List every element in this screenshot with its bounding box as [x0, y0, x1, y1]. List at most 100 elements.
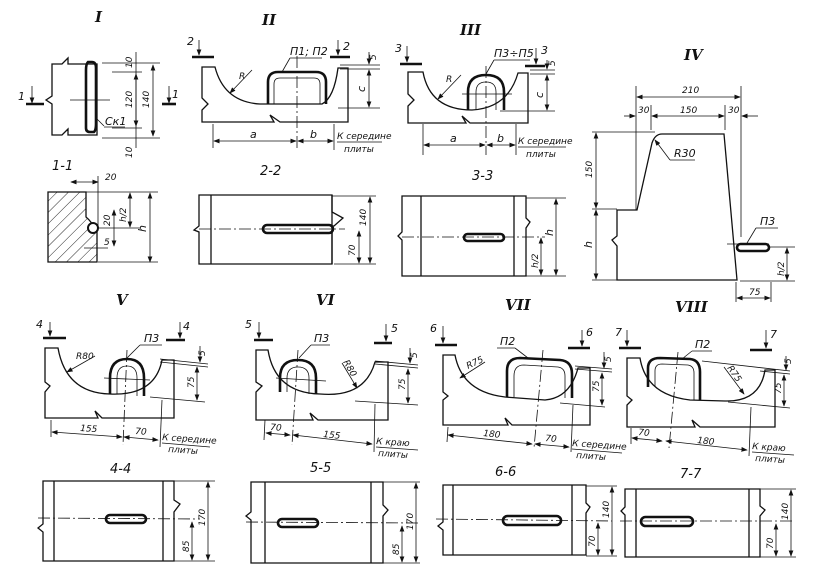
cut-label: 1	[172, 88, 179, 101]
view-title: VIII	[675, 298, 709, 316]
dim-b: b	[310, 128, 317, 141]
section-title: 2-2	[260, 164, 281, 179]
dim-h: h	[582, 241, 595, 248]
cut-mark-left: 2	[187, 35, 214, 59]
note-line2: плиты	[168, 445, 198, 457]
cut-label: 6	[430, 322, 437, 335]
dim-75: 75	[398, 378, 408, 390]
view-title: VI	[316, 291, 336, 309]
dim-70: 70	[588, 535, 598, 547]
view-VII: VII 6 6 R75 П2 5 75 180 70 К сер	[430, 296, 627, 463]
rebar-label: П2	[695, 338, 710, 351]
dim-75: 75	[187, 376, 197, 388]
cut-label: 5	[391, 322, 398, 335]
dim-30-left: 30	[638, 106, 650, 116]
radius-label: R75	[725, 364, 744, 384]
cut-label: 5	[245, 318, 252, 331]
dim-h: h	[136, 225, 149, 232]
section-3-3: 3-3 h h/2	[397, 169, 566, 277]
dim-5: 5	[198, 350, 208, 356]
note-line2: плиты	[378, 449, 408, 461]
radius-label: R	[239, 72, 245, 82]
view-II: II 2 2 R П1; П2 5 c a b К середи	[187, 11, 392, 155]
section-title: 7-7	[680, 467, 702, 482]
rebar-label: П2	[500, 335, 515, 348]
cut-label: 2	[343, 40, 350, 53]
cut-label: 2	[187, 35, 194, 48]
cut-label: 7	[770, 328, 777, 341]
cut-mark-right: 4	[166, 320, 190, 342]
view-VI: VI 5 5 П3 R80 5 75 70 155 К	[245, 291, 420, 461]
dim-a: a	[250, 128, 257, 141]
radius-label: R80	[340, 359, 358, 380]
cut-mark-right: 2	[330, 40, 350, 59]
rebar-label: П3÷П5	[494, 47, 534, 60]
note-line2: плиты	[526, 150, 556, 160]
dim-85: 85	[392, 543, 402, 555]
dim-150-vertical: 150	[585, 161, 595, 178]
dim-b: b	[497, 132, 504, 145]
view-title: VII	[505, 296, 532, 314]
cut-label: 3	[395, 42, 402, 55]
dim-h-half: h/2	[777, 261, 787, 276]
dim-180: 180	[483, 429, 501, 441]
cut-mark-left: 1	[18, 86, 44, 106]
dim-180: 180	[697, 436, 715, 448]
view-V: V 4 4 R80 П3 5 75 155 70 К	[36, 291, 217, 457]
dim-75: 75	[592, 380, 602, 392]
dim-h-half: h/2	[119, 207, 129, 222]
dim-140: 140	[781, 503, 791, 520]
section-7-7: 7-7 140 70	[620, 467, 796, 558]
cut-mark-left: 4	[36, 318, 66, 340]
view-VIII: VIII 7 7 П2 R75 5 75 70 180 К кр	[615, 298, 795, 466]
cut-mark-left: 3	[395, 42, 422, 66]
rebar-label: П3	[144, 332, 159, 345]
dim-170: 170	[198, 509, 208, 526]
radius-label: R30	[674, 147, 696, 160]
dim-a: a	[450, 132, 457, 145]
cut-label: 7	[615, 326, 622, 339]
note-line1: К середине	[162, 433, 218, 447]
cut-mark-right: 5	[374, 322, 398, 345]
dim-5: 5	[604, 356, 614, 362]
note-line2: плиты	[344, 145, 374, 155]
dim-150: 150	[680, 106, 697, 116]
note-line1: К середине	[337, 132, 392, 142]
view-III: III 3 3 R П3÷П5 5 c a b К с	[395, 21, 573, 160]
section-5-5: 5-5 170 85	[244, 461, 420, 564]
view-IV: IV 210 30 150 30 R30 150 h П3 h/2	[582, 46, 795, 302]
rebar-label: П3	[314, 332, 329, 345]
cut-label: 4	[183, 320, 190, 333]
dim-h-half: h/2	[531, 253, 541, 268]
section-title: 1-1	[52, 159, 73, 174]
cut-label: 1	[18, 90, 25, 103]
view-title: IV	[683, 46, 704, 64]
dim-20-top: 20	[105, 173, 117, 183]
section-2-2: 2-2 140 70	[192, 164, 376, 265]
dim-5: 5	[410, 352, 420, 358]
note-line2: плиты	[576, 451, 606, 463]
dim-140: 140	[602, 501, 612, 518]
dim-5: 5	[104, 238, 110, 248]
cut-mark-right: 6	[568, 326, 593, 350]
dim-140: 140	[359, 209, 369, 226]
dim-10-bottom: 10	[125, 146, 135, 158]
view-title: III	[459, 21, 482, 39]
dim-120: 120	[125, 91, 135, 108]
dim-c: c	[533, 92, 546, 98]
view-title: I	[94, 8, 103, 26]
dim-10-top: 10	[125, 56, 135, 68]
view-I: I 1 1 10 120 140 10 Ск1	[18, 8, 179, 158]
cut-mark-right: 3	[525, 44, 548, 68]
dim-70: 70	[545, 434, 558, 445]
dim-70: 70	[348, 244, 358, 256]
section-6-6: 6-6 140 70	[435, 465, 617, 557]
section-title: 4-4	[110, 462, 131, 477]
dim-85: 85	[182, 540, 192, 552]
rebar-label: П1; П2	[290, 45, 328, 58]
dim-75: 75	[749, 288, 761, 298]
dim-70: 70	[135, 427, 147, 438]
section-title: 6-6	[495, 465, 516, 480]
dim-210: 210	[682, 86, 699, 96]
